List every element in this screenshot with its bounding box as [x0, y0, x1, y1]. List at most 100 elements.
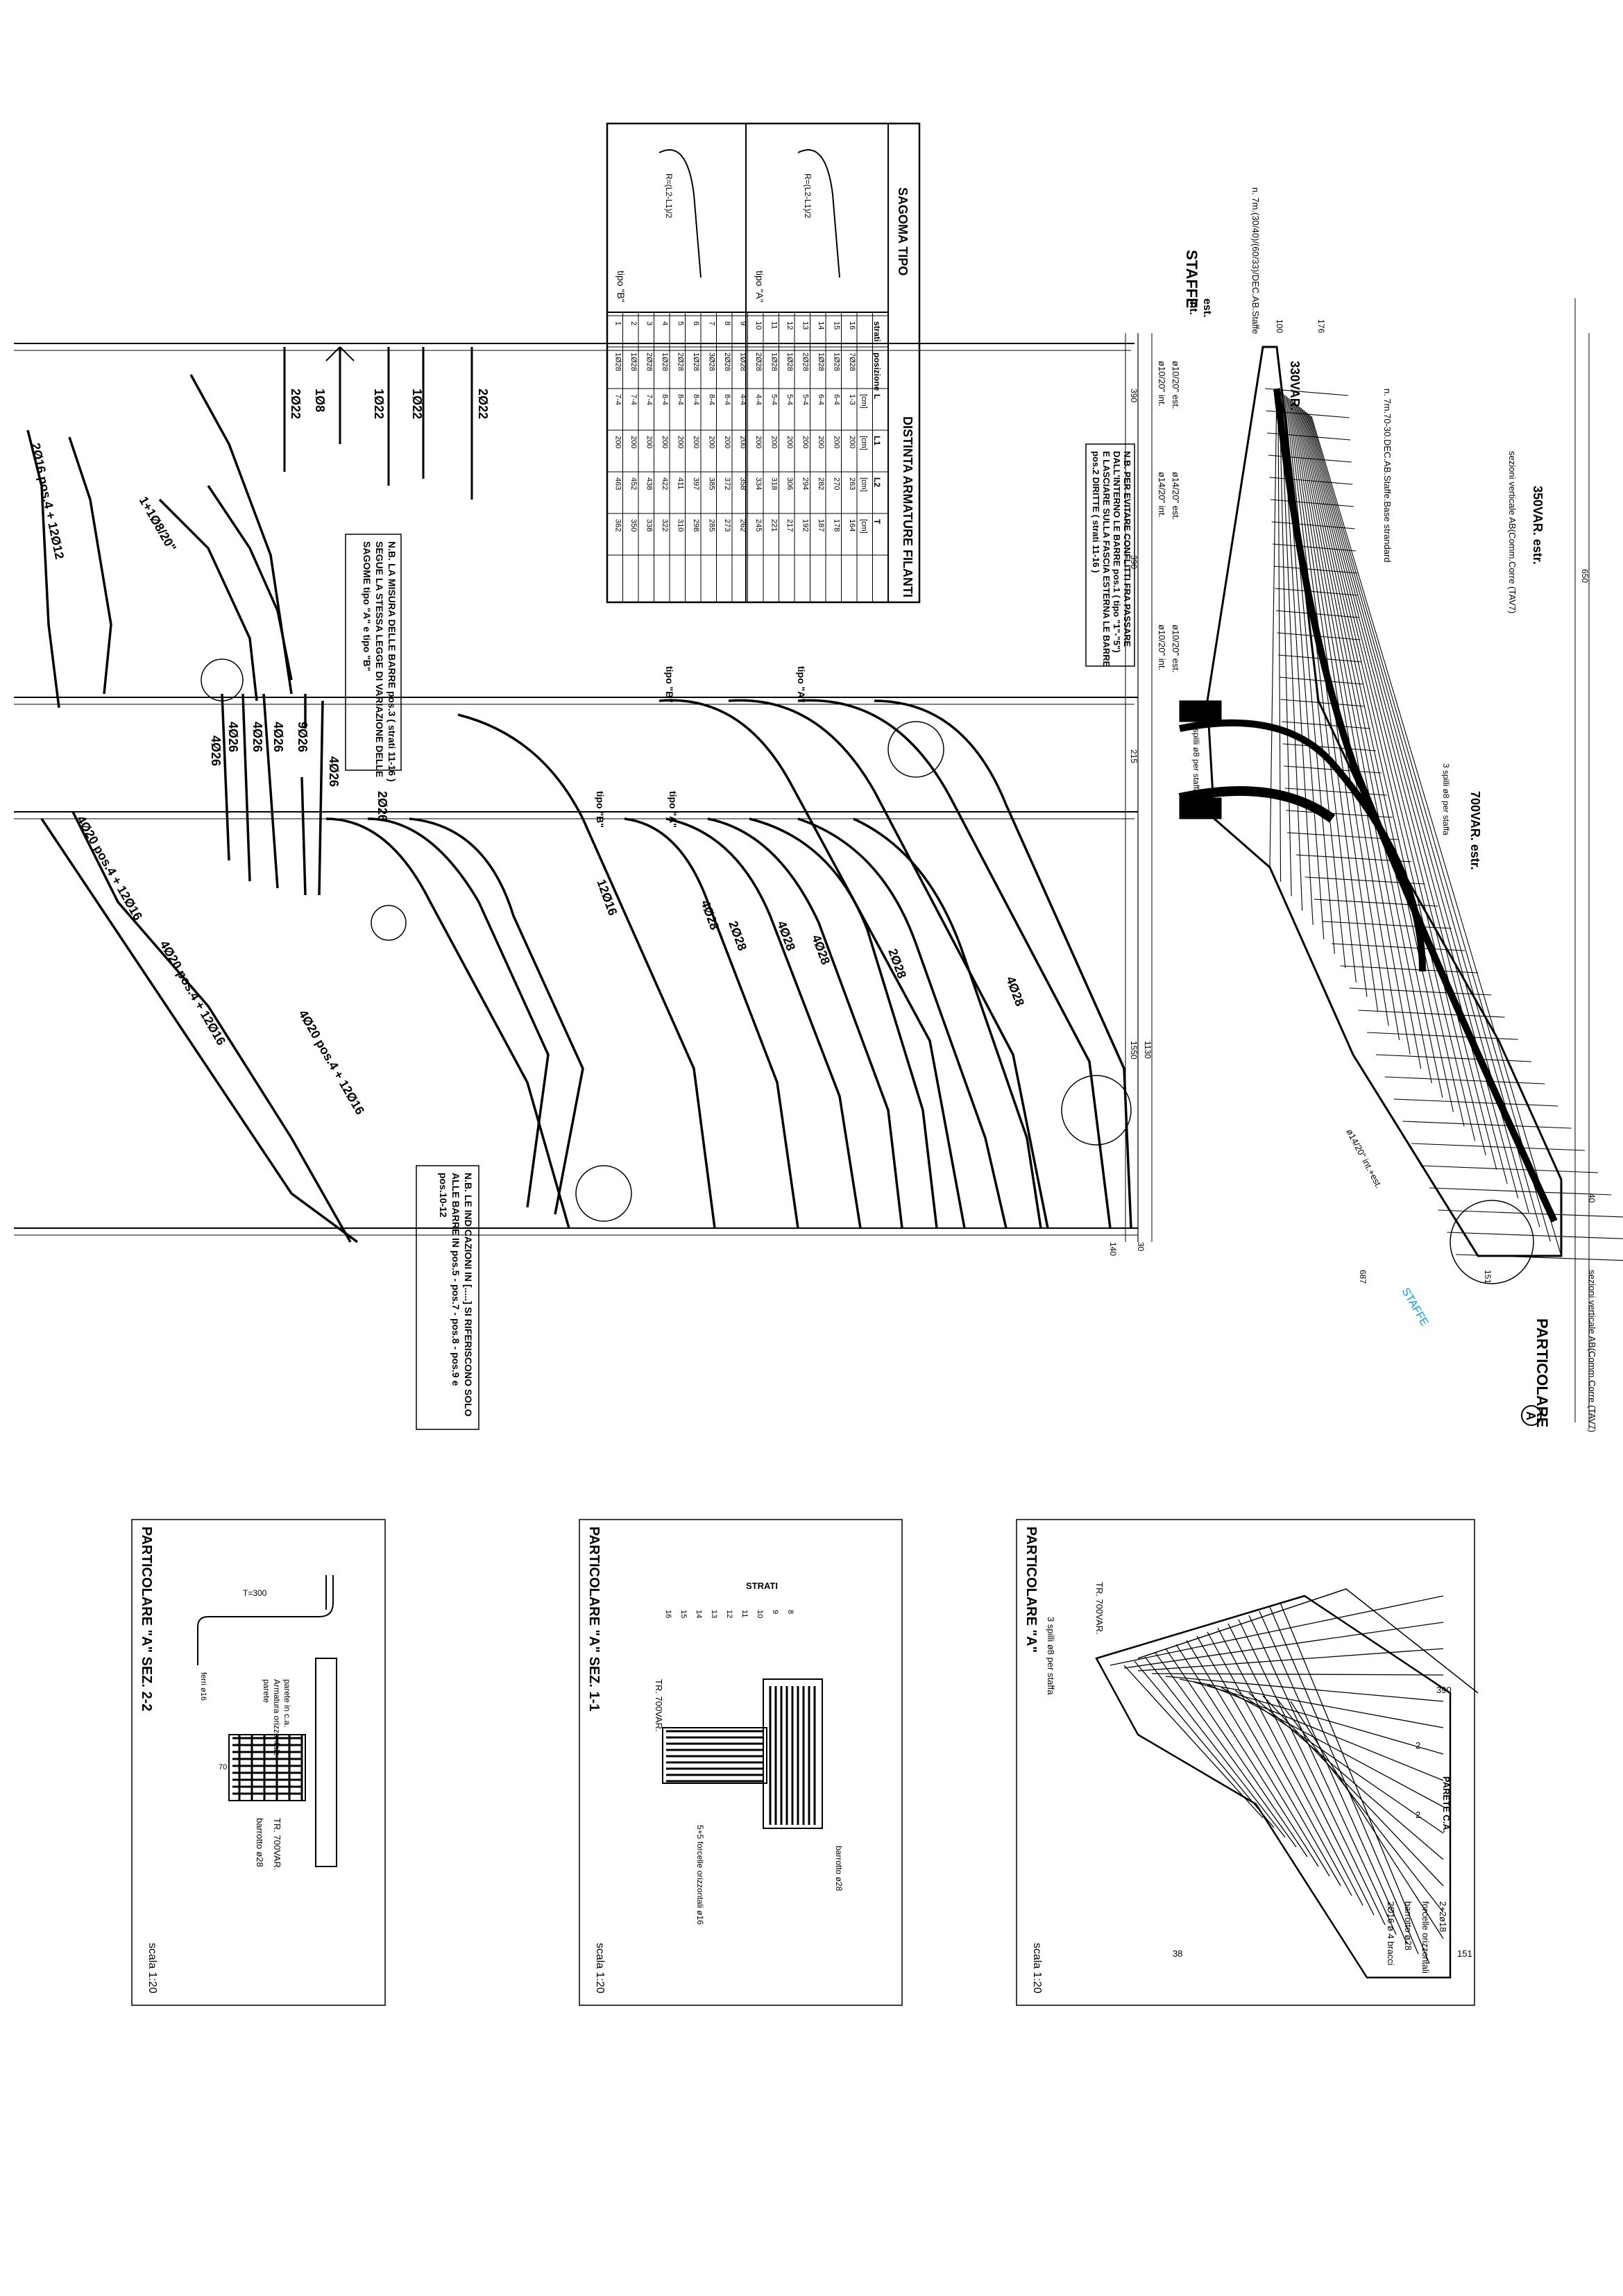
- table-cell: 1Ø28: [629, 352, 638, 371]
- ref-note: sezioni verticale AB(Comm.Corre (TAV7): [1587, 1270, 1597, 1432]
- table-cell: 200: [661, 436, 669, 448]
- table-cell: 263: [848, 477, 856, 490]
- table-cell: 10: [754, 321, 763, 330]
- note-ind-line-2: ALLE BARRE IN pos.5 - pos.7 - pos.8 - po…: [450, 1173, 461, 1386]
- detail-3-label: 151: [1457, 1948, 1472, 1959]
- table-cell: 3Ø28: [708, 352, 716, 371]
- note-type-line-2: SEGUE LA STESSA LEGGE DI VARIAZIONE DELL…: [374, 541, 385, 777]
- table-cell: 178: [833, 519, 841, 532]
- table-cell: 200: [723, 436, 731, 448]
- type-mark: tipo "B": [595, 791, 606, 828]
- table-cell: 273: [723, 519, 731, 532]
- detail-3-label: forcelle orizzontali: [1420, 1901, 1431, 1973]
- mid-bar-label: 4Ø26: [209, 735, 223, 766]
- note-box-bars: N.B. PER EVITARE CONFLITTI FRA PASSARE D…: [1085, 443, 1135, 667]
- note-bars-line-1: N.B. PER EVITARE CONFLITTI FRA PASSARE: [1122, 451, 1132, 647]
- table-cell: 200: [677, 436, 685, 448]
- dimension-value: 151: [1483, 1270, 1493, 1284]
- dimension-value: 140: [1108, 1242, 1118, 1256]
- detail-1-title: PARTICOLARE "A" SEZ. 2-2: [139, 1527, 154, 1711]
- note-type-line-3: SAGOME tipo "A" e tipo "B": [362, 541, 373, 672]
- table-cell: 1Ø28: [739, 352, 747, 371]
- table-cell: 5-4: [801, 394, 810, 405]
- table-cell: 5-4: [770, 394, 779, 405]
- svg-text:A: A: [1524, 1411, 1538, 1420]
- steel-note: ø10/20" int.: [1157, 361, 1167, 407]
- ref-note: n. 7m.(30/40)/(60/33)/DEC.AB.Staffe: [1250, 187, 1261, 334]
- top-bar-label: 1Ø8: [313, 389, 327, 412]
- note-ind-line-1: N.B. LE INDICAZIONI IN [.....] SI RIFERI…: [463, 1173, 474, 1417]
- table-cell: 200: [801, 436, 810, 448]
- dimension-value: 100: [1275, 319, 1284, 333]
- detail-3-label: TR. 700VAR.: [1094, 1582, 1105, 1635]
- table-cell: 187: [817, 519, 825, 532]
- strato-number: 15: [679, 1610, 688, 1618]
- detail-1-label-7: ferri ø16: [199, 1672, 207, 1701]
- strato-number: 12: [725, 1610, 733, 1618]
- table-cell: 200: [754, 436, 763, 448]
- bar-schedule-table: DISTINTA ARMATURE FILANTI SAGOMA TIPO ti…: [606, 122, 921, 604]
- table-cell: 338: [645, 519, 654, 532]
- table-cell: 200: [629, 436, 638, 448]
- detail-2-scale: scala 1:20: [594, 1943, 606, 1993]
- table-cell: 2Ø28: [677, 352, 685, 371]
- strato-number: 13: [710, 1610, 718, 1618]
- detail-3-label: 2+2ø18: [1438, 1901, 1448, 1932]
- table-cell: 9: [739, 321, 747, 325]
- table-cell: 310: [677, 519, 685, 532]
- detail-3-label: barrotto ø28: [1403, 1901, 1413, 1950]
- table-cell: 12: [785, 321, 794, 330]
- left-diagonal-bars: [26, 374, 359, 1243]
- detail-1-label-8: 70: [219, 1763, 227, 1771]
- table-unit: [cm]: [860, 394, 868, 409]
- detail-2-forcelle: 5+5 forcelle orizzontali ø16: [695, 1825, 705, 1925]
- dimension-value: 40: [1587, 1193, 1597, 1203]
- table-cell: 245: [754, 519, 763, 532]
- top-bar-label: 2Ø22: [289, 389, 303, 419]
- steel-note: ø10/20" est.: [1171, 361, 1181, 409]
- dimension-value: 176: [1316, 319, 1326, 333]
- detail-3-label: PARETE C.A.: [1441, 1776, 1452, 1832]
- spilli-label: 3 spilli ø8 per staffa: [1191, 722, 1201, 794]
- table-cell: 200: [614, 436, 622, 448]
- note-bars-line-2: DALL'INTERNO LE BARRE pos.1 ( tipo "1"-"…: [1112, 451, 1122, 653]
- detail-frame-3: PARTICOLARE "A" scala 1:20 3 spilli ø8 p…: [1016, 1519, 1479, 2006]
- table-cell: 200: [708, 436, 716, 448]
- detail-2-strati: STRATI: [746, 1581, 778, 1591]
- table-cell: 2Ø28: [754, 352, 763, 371]
- table-cell: 15: [833, 321, 841, 330]
- table-cell: 322: [661, 519, 669, 532]
- mid-bar-label: 4Ø26: [250, 722, 264, 752]
- table-cell: 5: [677, 321, 685, 325]
- table-cell: 358: [739, 477, 747, 490]
- detail-1-label-1: Armatura orizzontale: [272, 1679, 282, 1756]
- dimension-value: 1130: [1143, 1041, 1153, 1059]
- detail-2-barrotto: barrotto ø28: [834, 1846, 844, 1891]
- steel-note: ø14/20" est.: [1171, 472, 1181, 520]
- detail-1-label-6: T=300: [243, 1588, 267, 1598]
- table-cell: 2Ø28: [645, 352, 654, 371]
- shape-title: SAGOMA TIPO: [896, 187, 910, 275]
- table-cell: 7-4: [629, 394, 638, 405]
- table-cell: 200: [645, 436, 654, 448]
- curved-bars: [325, 699, 1132, 1229]
- detail-3-label: 2Ø16 ø 4 bracci: [1386, 1901, 1396, 1966]
- table-cell: 2Ø28: [723, 352, 731, 371]
- table-cell: 5-4: [785, 394, 794, 405]
- mid-bar-label: 2Ø26: [375, 791, 389, 822]
- detail-1-label-4: TR. 700VAR.: [272, 1818, 282, 1871]
- beam-callout: 350VAR. estr.: [1531, 486, 1545, 565]
- table-cell: 334: [754, 477, 763, 490]
- note-box-type: N.B. LA MISURA DELLE BARRE pos.3 ( strat…: [345, 534, 402, 782]
- middle-bars: [221, 693, 324, 896]
- svg-text:PARTICOLARE: PARTICOLARE: [1533, 1318, 1551, 1427]
- table-cell: 411: [677, 477, 685, 490]
- table-cell: 8-4: [723, 394, 731, 405]
- table-cell: 1-3: [848, 394, 856, 405]
- detail-1-label-5: barrotto ø28: [255, 1818, 265, 1867]
- table-header: strati: [872, 321, 882, 341]
- ref-note: sezioni verticale AB(Comm.Corre (TAV7): [1507, 451, 1518, 613]
- table-cell: 350: [629, 519, 638, 532]
- table-cell: 6-4: [833, 394, 841, 405]
